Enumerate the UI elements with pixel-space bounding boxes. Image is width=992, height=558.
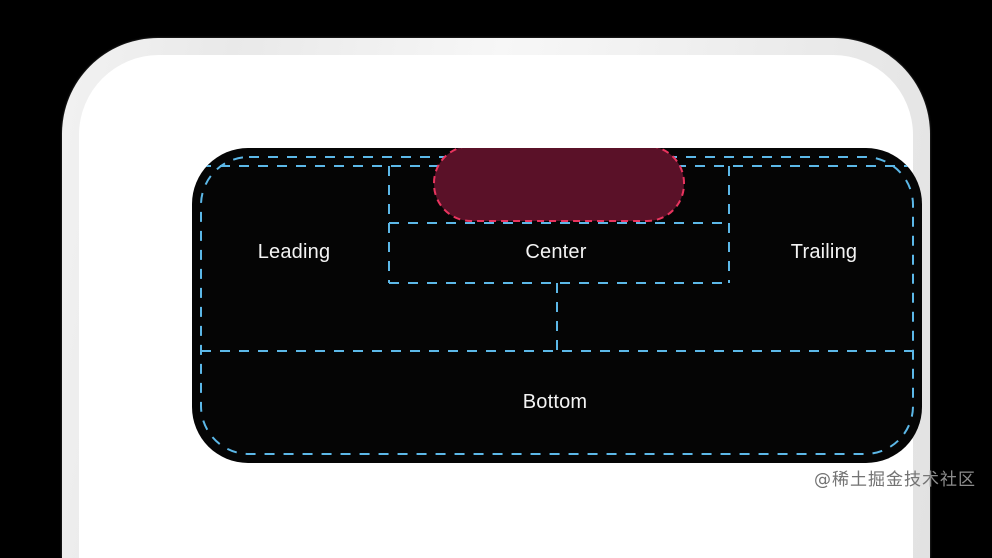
layout-guide-overlay (200, 148, 914, 455)
phone-device-frame: Leading Center Trailing Bottom (62, 38, 930, 558)
watermark-text: @稀土掘金技术社区 (814, 470, 976, 490)
center-capsule-highlight[interactable] (433, 148, 685, 222)
phone-screen: Leading Center Trailing Bottom (192, 148, 922, 463)
